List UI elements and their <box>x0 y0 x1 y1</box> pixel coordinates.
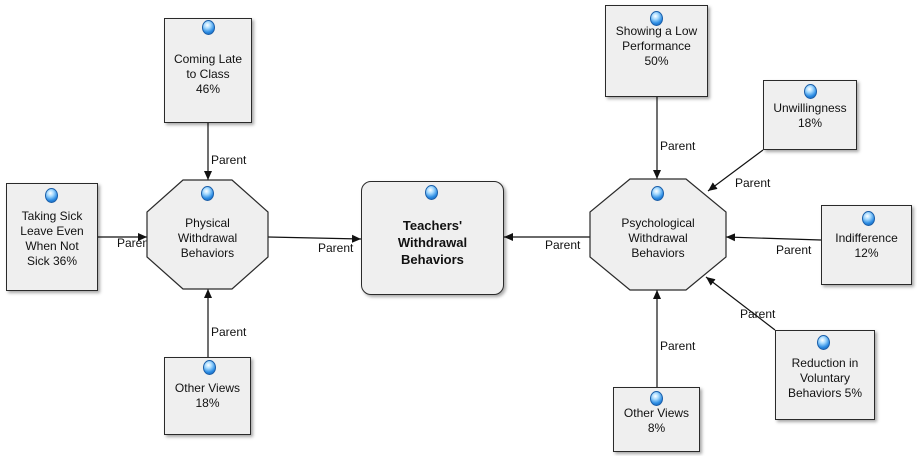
edge-voluntary-to-psych <box>705 276 776 331</box>
teachers-withdrawal-label: Teachers' Withdrawal Behaviors <box>397 217 468 267</box>
blue-sphere-icon <box>804 84 817 99</box>
blue-sphere-icon <box>650 391 663 406</box>
edge-label: Parent <box>211 325 247 339</box>
physical-withdrawal-label: Physical Withdrawal Behaviors <box>177 216 238 260</box>
octagon-shape <box>589 178 727 291</box>
blue-sphere-icon <box>651 186 664 201</box>
sick-leave-label: Taking Sick Leave Even When Not Sick 36% <box>20 209 84 268</box>
low-performance-label: Showing a Low Performance 50% <box>615 23 698 68</box>
coming-late-node[interactable]: Coming Late to Class 46% <box>164 18 252 123</box>
physical-withdrawal-node[interactable]: Physical Withdrawal Behaviors <box>146 179 269 290</box>
blue-sphere-icon <box>202 20 215 35</box>
edge-label: Parent <box>545 238 581 252</box>
other-views-physical-label: Other Views 18% <box>174 381 241 410</box>
edge-label: Parent <box>211 153 247 167</box>
indifference-label: Indifference 12% <box>835 231 898 260</box>
edge-label: Parent <box>117 236 153 250</box>
voluntary-behaviors-label: Reduction in Voluntary Behaviors 5% <box>787 355 863 400</box>
blue-sphere-icon <box>862 211 875 226</box>
voluntary-behaviors-node[interactable]: Reduction in Voluntary Behaviors 5% <box>775 330 875 420</box>
edge-label: Parent <box>776 243 812 257</box>
octagon-shape <box>146 179 269 290</box>
psychological-withdrawal-node[interactable]: Psychological Withdrawal Behaviors <box>589 178 727 291</box>
psychological-withdrawal-label: Psychological Withdrawal Behaviors <box>621 216 695 260</box>
blue-sphere-icon <box>650 11 663 26</box>
coming-late-label: Coming Late to Class 46% <box>173 52 243 96</box>
blue-sphere-icon <box>203 360 216 375</box>
blue-sphere-icon <box>425 185 438 200</box>
edge-label: Parent <box>660 339 696 353</box>
blue-sphere-icon <box>817 335 830 350</box>
teachers-withdrawal-node[interactable]: Teachers' Withdrawal Behaviors <box>361 181 504 295</box>
edge-unwillingness-to-psych <box>707 149 764 192</box>
edge-physical-to-center <box>267 234 362 243</box>
other-views-psych-label: Other Views 8% <box>623 405 690 435</box>
edge-label: Parent <box>660 139 696 153</box>
sick-leave-node[interactable]: Taking Sick Leave Even When Not Sick 36% <box>6 183 98 291</box>
edge-label: Parent <box>318 241 354 255</box>
edge-label: Parent <box>735 176 771 190</box>
edge-indifference-to-psych <box>725 233 822 242</box>
unwillingness-label: Unwillingness 18% <box>773 101 847 130</box>
blue-sphere-icon <box>201 186 214 201</box>
blue-sphere-icon <box>45 188 58 203</box>
low-performance-node[interactable]: Showing a Low Performance 50% <box>605 5 708 97</box>
edge-label: Parent <box>740 307 776 321</box>
